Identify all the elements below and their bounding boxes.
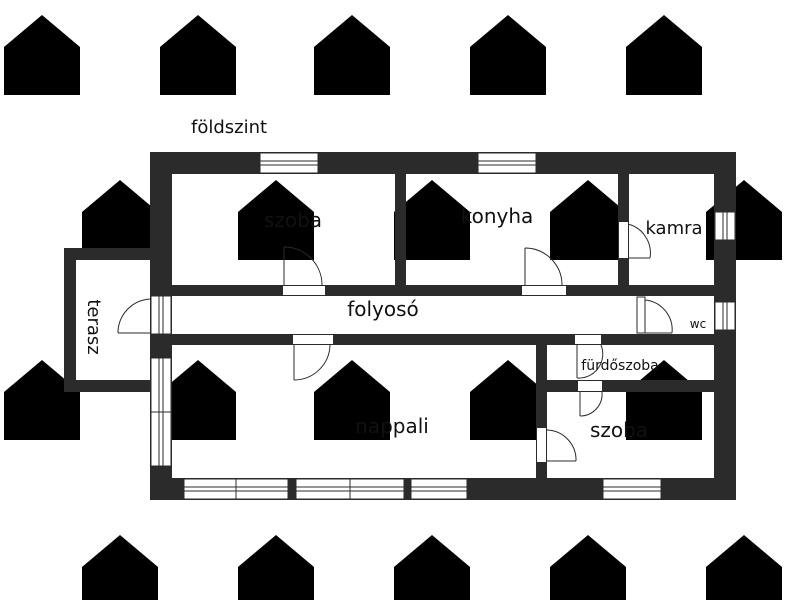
house-info-icon	[550, 535, 626, 600]
window	[259, 152, 319, 174]
door-swing	[293, 344, 331, 381]
windows	[150, 152, 736, 500]
room-label-szoba-2: szoba	[590, 418, 648, 442]
wall-nappali-east	[536, 345, 547, 478]
house-info-icon	[470, 360, 546, 440]
doors	[117, 223, 673, 462]
window	[477, 152, 537, 174]
door-frame	[636, 296, 646, 334]
terrace-railing-left	[64, 248, 76, 392]
window	[714, 211, 736, 241]
house-info-icon	[4, 15, 80, 95]
house-info-icon	[394, 535, 470, 600]
door-swing	[117, 298, 151, 334]
openings	[151, 153, 735, 499]
wall-bath-bedroom	[547, 380, 714, 392]
door-swing	[579, 391, 603, 417]
house-info-icon	[238, 535, 314, 600]
room-label-furdoszoba: fürdőszoba	[581, 358, 658, 374]
house-info-icon	[160, 15, 236, 95]
house-info-icon	[550, 180, 626, 260]
door-swing	[576, 344, 604, 379]
wall-corridor-bottom	[172, 334, 714, 345]
room-label-terasz: terasz	[83, 299, 104, 354]
room-label-szoba: szoba	[264, 208, 322, 232]
window	[410, 478, 468, 500]
room-labels: földszint szoba konyha kamra folyosó wc …	[83, 117, 706, 442]
house-info-icon	[706, 535, 782, 600]
terrace-railing-bottom	[64, 380, 150, 392]
door-swing	[627, 223, 651, 259]
door-swing	[283, 246, 323, 286]
house-info-icon	[82, 535, 158, 600]
door-swing	[546, 429, 577, 462]
room-label-kamra: kamra	[645, 218, 702, 239]
window	[602, 478, 662, 500]
level-label: földszint	[191, 117, 267, 138]
house-info-icon	[626, 15, 702, 95]
wall-szoba-konyha	[395, 174, 406, 285]
room-label-folyoso: folyosó	[347, 297, 419, 321]
wall-top	[150, 152, 736, 174]
room-label-konyha: konyha	[461, 204, 534, 228]
terrace-railing-top	[64, 248, 150, 260]
wall-corridor-top	[172, 285, 714, 296]
house-info-icon	[314, 15, 390, 95]
window	[714, 301, 736, 331]
room-label-wc: wc	[690, 317, 706, 331]
house-info-icon	[470, 15, 546, 95]
room-label-nappali: nappali	[355, 414, 429, 438]
door-frame	[150, 295, 172, 335]
door-swing	[644, 299, 673, 334]
door-swing	[524, 247, 563, 286]
